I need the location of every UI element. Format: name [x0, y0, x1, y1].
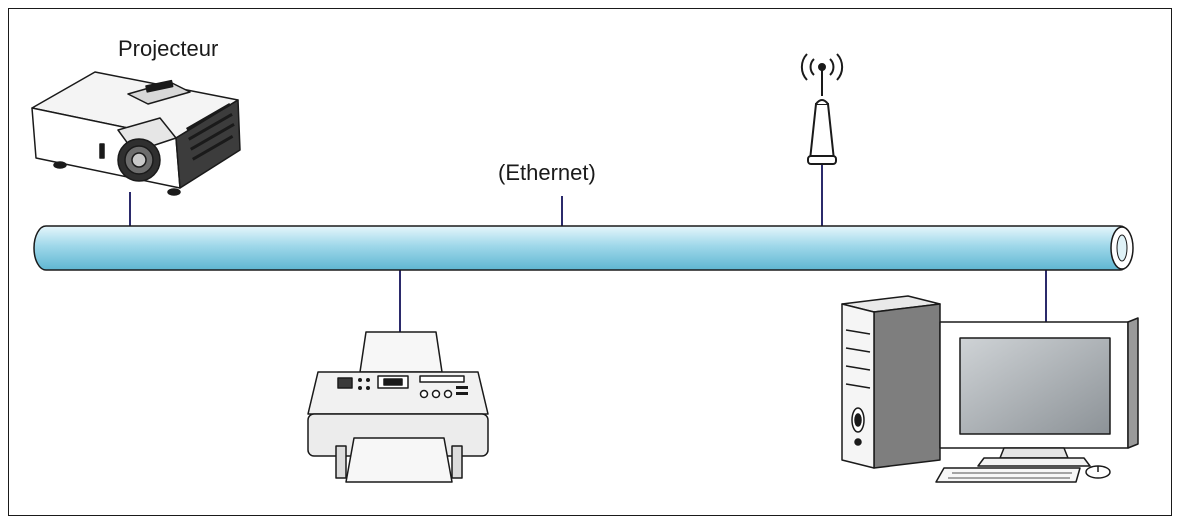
printer-icon: [307, 331, 489, 483]
desktop-computer-icon: [841, 295, 1139, 483]
connection-lines: [129, 165, 1047, 332]
wireless-access-point-icon: [800, 53, 844, 165]
ethernet-label: (Ethernet): [498, 160, 596, 185]
diagram-frame: [8, 8, 1172, 516]
ethernet-bus: [33, 225, 1134, 271]
projector-label: Projecteur: [118, 36, 219, 61]
projector-icon: [31, 71, 241, 196]
